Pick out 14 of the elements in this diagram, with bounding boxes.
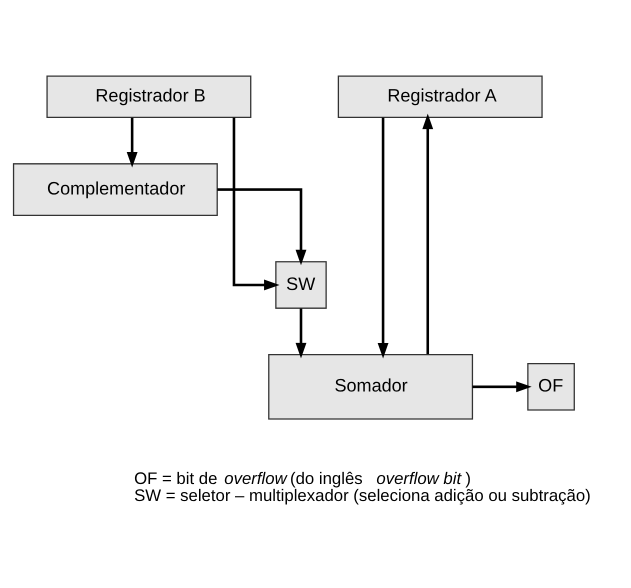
arrow [217,188,306,266]
node-box: SW [275,261,327,309]
arrow [472,381,532,392]
arrow [126,118,138,168]
arrow [378,118,388,358]
node-box: Registrador A [338,76,543,118]
node-box: OF [527,362,575,411]
label: OF = bit de overflow (do inglês overflow bit) [134,469,471,488]
arrow [232,118,280,290]
node-box: Complementador [12,163,218,216]
node-box: Registrador B [46,76,252,118]
arrow [296,308,306,358]
arrow [422,114,434,354]
node-box: Somador [268,354,474,420]
